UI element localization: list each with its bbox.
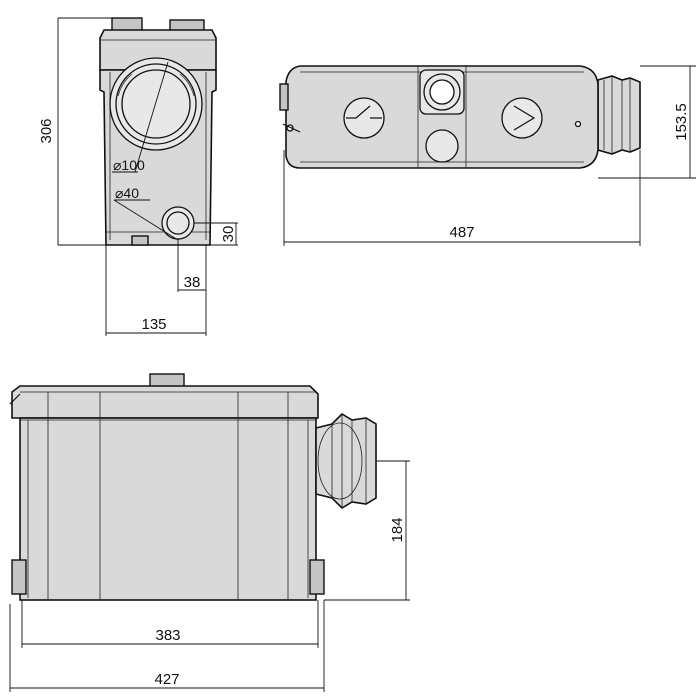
top-view: 153.5 487 xyxy=(279,65,696,246)
top-center-lower-port xyxy=(425,129,459,163)
side-body xyxy=(19,417,317,601)
side-foot-right xyxy=(309,559,325,595)
top-length-label: 487 xyxy=(449,224,474,241)
outlet-leader xyxy=(134,61,169,173)
side-inner-length-label: 383 xyxy=(155,627,180,644)
side-total-length-label: 427 xyxy=(154,671,179,688)
inlet-diameter-label: ⌀40 xyxy=(115,185,139,201)
front-height-label: 306 xyxy=(38,118,55,143)
switch-symbol-circle xyxy=(343,97,385,139)
side-view: 184 383 427 xyxy=(9,373,410,692)
pump-symbol-circle xyxy=(501,97,543,139)
top-left-tab xyxy=(279,83,289,111)
side-lid xyxy=(11,385,319,419)
top-outlet-pipe xyxy=(597,75,641,155)
top-screw-right xyxy=(574,120,582,128)
pump-symbol-arrow xyxy=(513,105,536,131)
top-body xyxy=(285,65,599,169)
side-foot-left xyxy=(11,559,27,595)
front-width-label: 135 xyxy=(141,316,166,333)
front-view: ⌀100 ⌀40 306 30 38 135 xyxy=(38,17,238,336)
inlet-height-label: 30 xyxy=(220,226,237,243)
side-outlet-pipe xyxy=(315,412,377,510)
top-center-ring-inner xyxy=(429,79,455,105)
inlet-leader xyxy=(113,199,179,241)
top-depth-label: 153.5 xyxy=(673,103,690,141)
outlet-offset-label: 38 xyxy=(184,274,201,291)
front-foot xyxy=(131,235,149,246)
outlet-diameter-label: ⌀100 xyxy=(113,157,145,173)
inlet-circle-inner xyxy=(166,211,190,235)
outlet-circle-inner xyxy=(121,69,191,139)
side-outlet-height-label: 184 xyxy=(389,517,406,542)
